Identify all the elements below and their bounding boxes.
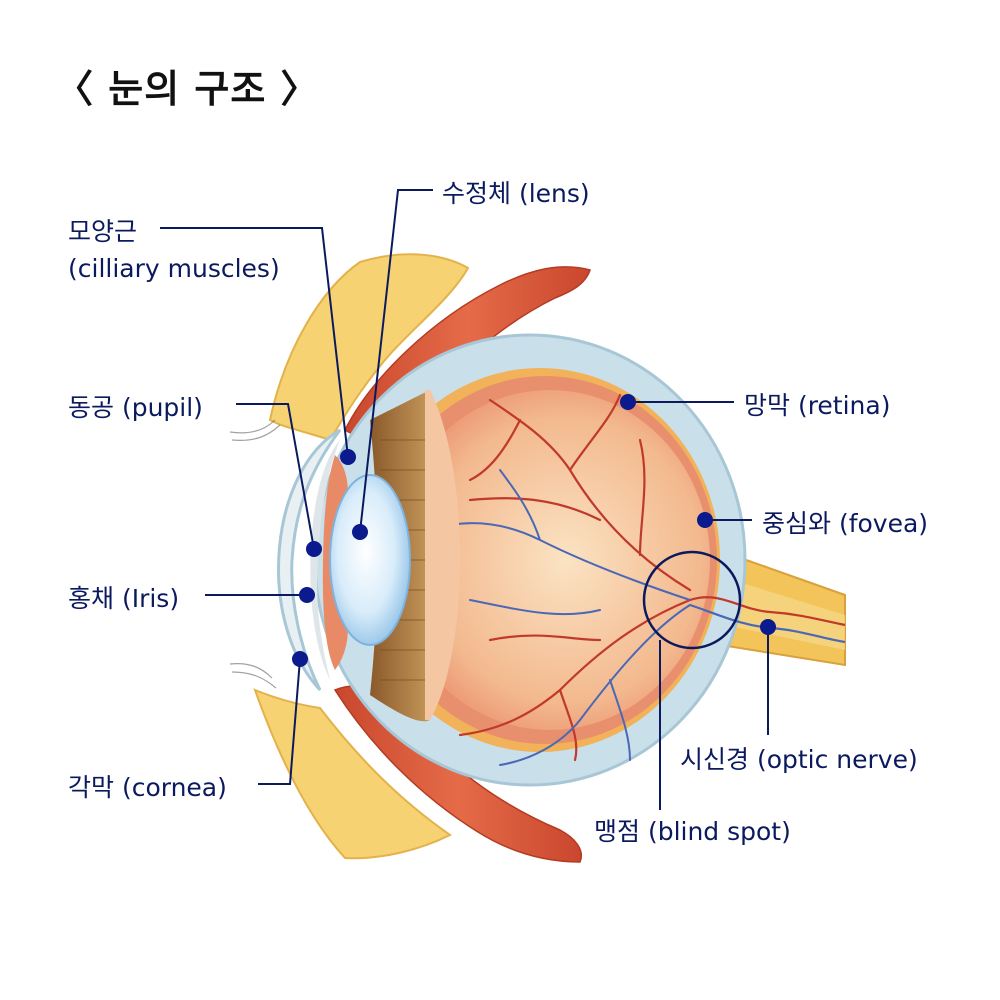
ciliary-dot [340, 449, 356, 465]
label-ciliary-ko: 모양근 [68, 217, 138, 246]
pupil-dot [306, 541, 322, 557]
iris-dot [299, 587, 315, 603]
label-lens: 수정체 (lens) [442, 179, 590, 208]
label-ciliary-en: (cilliary muscles) [68, 254, 280, 283]
orbit-bone-bottom [253, 688, 452, 860]
retina-dot [620, 394, 636, 410]
vitreous-body [390, 390, 710, 730]
label-iris: 홍채 (Iris) [68, 584, 180, 613]
cornea-dot [292, 651, 308, 667]
lens [329, 474, 411, 646]
retinal-vessels-red [458, 393, 692, 762]
leader-dots [292, 394, 776, 667]
diagram-title: 〈 눈의 구조 〉 [55, 67, 320, 111]
label-optic-nerve: 시신경 (optic nerve) [680, 745, 918, 774]
lens-dot [352, 524, 368, 540]
label-blind-spot: 맹점 (blind spot) [594, 817, 791, 846]
optic-nerve-dot [760, 619, 776, 635]
label-retina: 망막 (retina) [744, 391, 891, 420]
blind-spot-circle [642, 550, 742, 650]
retinal-vessels-blue [449, 469, 691, 766]
label-fovea: 중심와 (fovea) [762, 509, 929, 538]
label-cornea: 각막 (cornea) [68, 773, 227, 802]
leader-lines [160, 189, 769, 810]
cornea [277, 428, 342, 692]
label-pupil: 동공 (pupil) [68, 393, 203, 422]
fovea-dot [697, 512, 713, 528]
